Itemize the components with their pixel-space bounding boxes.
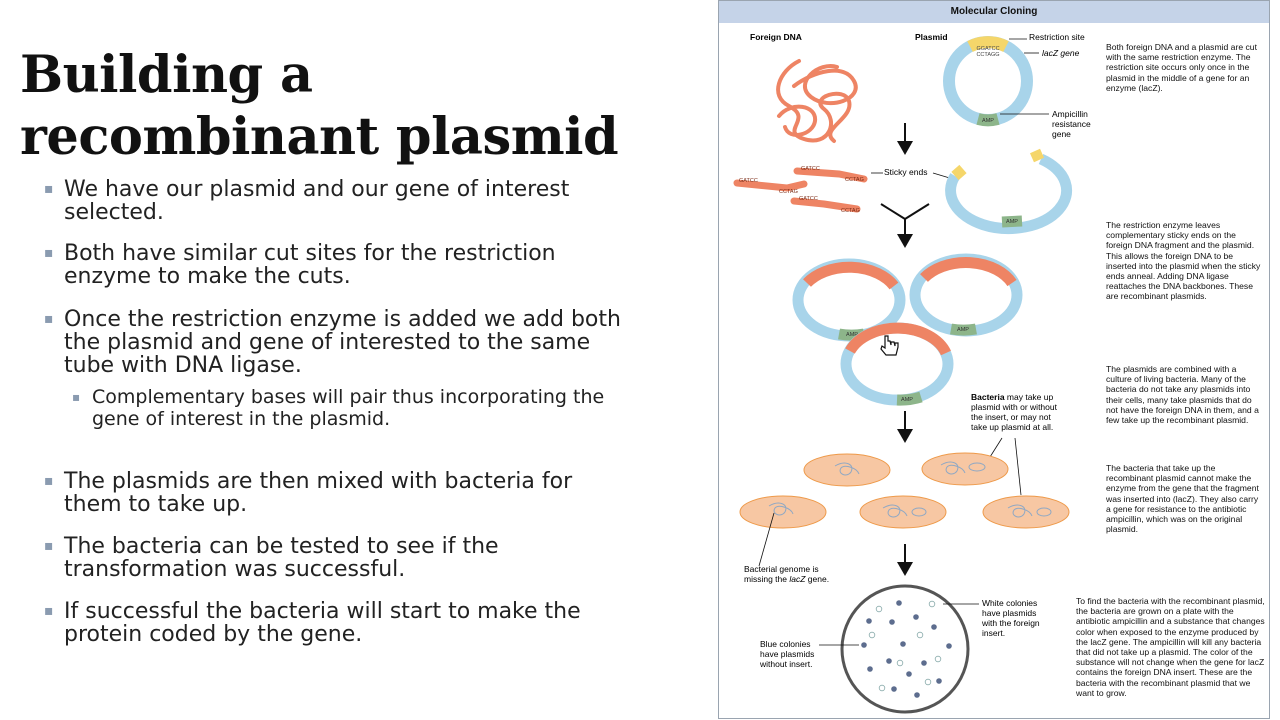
white-colonies-note-4: insert.	[982, 628, 1005, 638]
plasmid-intact: GGATCC CCTAGG AMP	[943, 36, 1033, 127]
description-step-1: Both foreign DNA and a plasmid are cut w…	[1106, 42, 1257, 93]
restriction-site-segment	[967, 36, 1009, 52]
description-step-2: The restriction enzyme leaves complement…	[1106, 220, 1261, 302]
amp-label-r2: AMP	[957, 327, 969, 333]
amp-label-r1: AMP	[846, 332, 858, 338]
seq-top-label: GGATCC	[976, 46, 999, 52]
amp-label-r3: AMP	[901, 397, 913, 403]
slide-title: Building a recombinant plasmid	[20, 44, 710, 168]
plasmid-label: Plasmid	[915, 32, 948, 42]
amp-label: AMP	[982, 118, 994, 124]
foreign-dna-label: Foreign DNA	[750, 32, 802, 42]
sticky-ends-label: Sticky ends	[884, 167, 927, 177]
bullet-plasmid-selected: We have our plasmid and our gene of inte…	[44, 178, 624, 224]
bacteria-note-3: the insert, or may not	[971, 412, 1051, 422]
recombinant-plasmid-2: AMP	[909, 253, 1023, 337]
bacteria-note-4: take up plasmid at all.	[971, 422, 1053, 432]
molecular-cloning-figure: GGATCC CCTAGG AMP Foreign DNA Plasmid Re…	[718, 0, 1270, 719]
hand-cursor-icon	[880, 335, 899, 356]
bacterium-3	[739, 495, 827, 529]
bullet-dna-ligase: Once the restriction enzyme is added we …	[44, 308, 624, 377]
foreign-dna-tangle	[776, 59, 858, 143]
petri-dish	[840, 584, 970, 714]
white-colonies-note-1: White colonies	[982, 598, 1037, 608]
slide-title-line-2: recombinant plasmid	[20, 107, 619, 167]
white-colonies	[868, 600, 942, 692]
bacteria-cells	[739, 452, 1070, 529]
bacterium-4	[859, 495, 947, 529]
amp-gene-segment	[976, 113, 1000, 127]
bacteria-note-1: Bacteria may take up	[971, 392, 1053, 402]
genome-note-2: missing the lacZ gene.	[744, 574, 829, 584]
bacteria-note-2: plasmid with or without	[971, 402, 1058, 412]
restriction-site-label: Restriction site	[1029, 32, 1085, 42]
bullet-mix-bacteria: The plasmids are then mixed with bacteri…	[44, 470, 624, 516]
dna-fragments: GATCC CCTAG GATCC CCTAG GATCC CCTAG	[733, 166, 868, 214]
frag-seq-d: CCTAG	[845, 177, 864, 183]
bullet-protein: If successful the bacteria will start to…	[44, 600, 624, 646]
slide-title-line-1: Building a	[20, 45, 313, 105]
bullet-cut-sites: Both have similar cut sites for the rest…	[44, 242, 624, 288]
seq-bottom-label: CCTAGG	[976, 52, 999, 58]
blue-colonies-note-3: without insert.	[759, 659, 812, 669]
frag-seq-e: GATCC	[799, 196, 818, 202]
frag-seq-b: CCTAG	[779, 189, 798, 195]
bacterium-1	[803, 453, 891, 487]
description-step-4: The bacteria that take up the recombinan…	[1106, 463, 1259, 535]
amp-label-cut: AMP	[1006, 219, 1018, 225]
description-step-3: The plasmids are combined with a culture…	[1106, 364, 1259, 426]
merge-arrow	[880, 203, 930, 248]
frag-seq-f: CCTAG	[841, 208, 860, 214]
frag-seq-c: GATCC	[801, 166, 820, 172]
white-colonies-note-3: with the foreign	[981, 618, 1040, 628]
sub-bullet-complementary-bases: Complementary bases will pair thus incor…	[72, 386, 612, 430]
description-step-5: To find the bacteria with the recombinan…	[1076, 596, 1265, 698]
figure-header: Molecular Cloning	[719, 1, 1269, 23]
bacterium-2	[921, 452, 1009, 486]
recombinant-plasmid-3: AMP	[840, 322, 954, 406]
blue-colonies	[861, 600, 952, 698]
ampicillin-label-3: gene	[1052, 129, 1071, 139]
bacterium-5	[982, 495, 1070, 529]
recombinant-plasmid-1: AMP	[792, 258, 906, 342]
cloning-diagram: GGATCC CCTAGG AMP Foreign DNA Plasmid Re…	[733, 32, 1091, 714]
frag-seq-a: GATCC	[739, 178, 758, 184]
bullet-test-transformation: The bacteria can be tested to see if the…	[44, 535, 624, 581]
white-colonies-note-2: have plasmids	[982, 608, 1036, 618]
genome-note-1: Bacterial genome is	[744, 564, 819, 574]
blue-colonies-note-1: Blue colonies	[760, 639, 811, 649]
ampicillin-label-1: Ampicillin	[1052, 109, 1088, 119]
plasmid-cut: AMP	[945, 148, 1073, 235]
ampicillin-label-2: resistance	[1052, 119, 1091, 129]
lacz-gene-label: lacZ gene	[1042, 48, 1080, 58]
blue-colonies-note-2: have plasmids	[760, 649, 814, 659]
